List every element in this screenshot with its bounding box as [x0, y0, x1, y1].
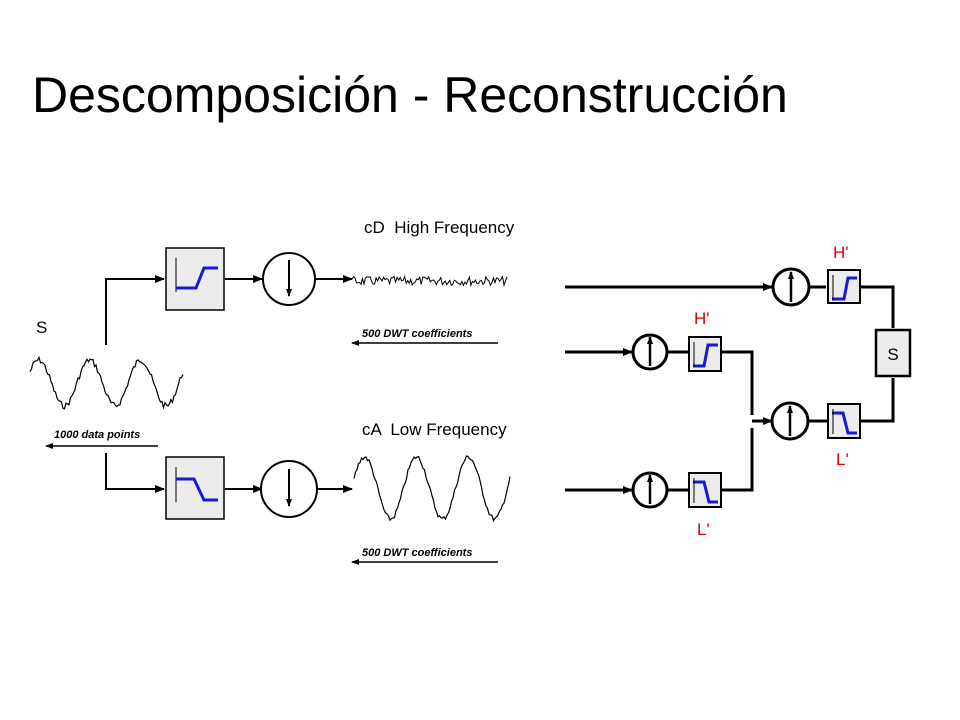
svg-text:1000 data points: 1000 data points: [54, 429, 140, 441]
svg-text:500 DWT coefficients: 500 DWT coefficients: [362, 328, 472, 340]
approx-coefficients-wave: [353, 455, 511, 523]
h-prime-label-mid: H': [694, 309, 710, 328]
low-pass-filter-box: [165, 456, 225, 520]
upsample-circle-bottom: [631, 471, 669, 509]
approx-label: cA Low Frequency: [362, 420, 507, 439]
detail-note: 500 DWT coefficients: [351, 328, 498, 346]
h-prime-filter-mid: [688, 336, 722, 372]
signal-label: S: [36, 318, 47, 337]
l-prime-filter-bottom: [688, 472, 722, 508]
detail-coefficients-wave: [351, 274, 508, 288]
high-pass-filter-box: [165, 247, 225, 311]
h-prime-filter-top: [827, 269, 861, 304]
l-prime-label-bottom: L': [697, 520, 710, 539]
approx-note: 500 DWT coefficients: [351, 547, 498, 565]
slide-title: Descomposición - Reconstrucción: [32, 67, 788, 123]
detail-label: cD High Frequency: [364, 218, 515, 237]
l-prime-label-right: L': [836, 450, 849, 469]
upsample-circle-right: [770, 401, 810, 441]
upsample-circle-mid: [631, 333, 669, 371]
reconstruction-lines: [565, 283, 895, 494]
downsample-circle-top: [262, 252, 316, 306]
input-signal-wave: [29, 355, 184, 410]
signal-note: 1000 data points: [45, 429, 158, 449]
h-prime-label-top: H': [833, 243, 849, 262]
branch-lines: [105, 275, 353, 493]
sum-box: S: [874, 328, 912, 378]
upsample-circle-top: [771, 267, 811, 307]
downsample-circle-bottom: [260, 460, 318, 518]
svg-text:S: S: [887, 345, 898, 364]
l-prime-filter-right: [827, 403, 861, 439]
svg-text:500 DWT coefficients: 500 DWT coefficients: [362, 547, 472, 559]
